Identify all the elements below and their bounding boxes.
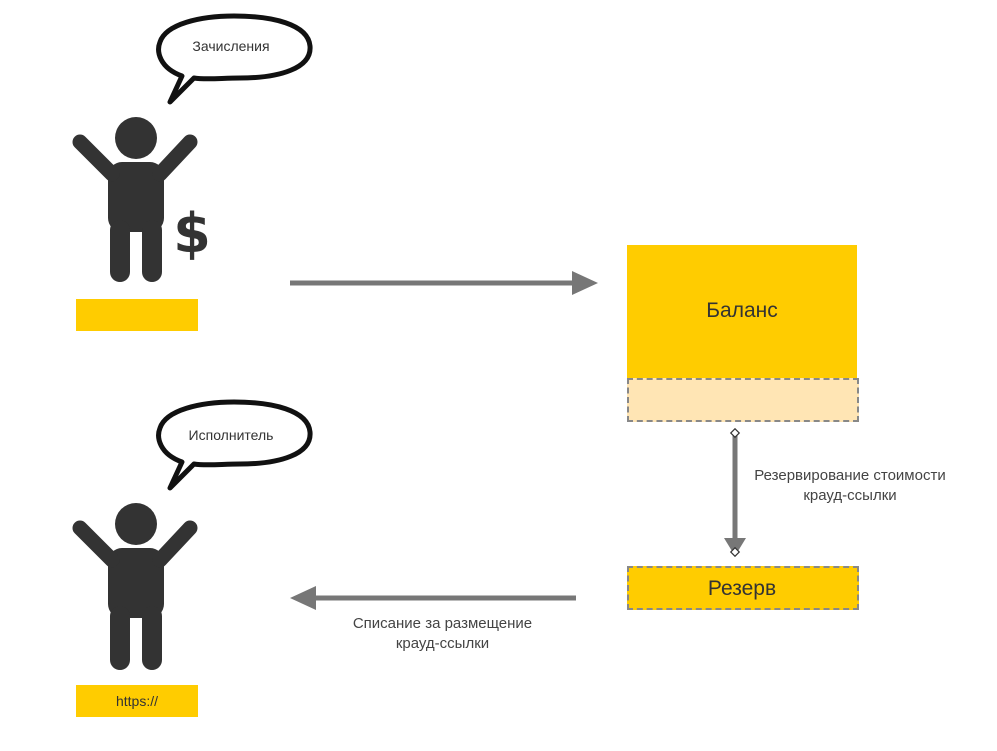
payout-caption-line-1: Списание за размещение <box>352 615 533 632</box>
bottom-actor-label-text: https:// <box>115 693 159 709</box>
bottom-actor-label: https:// <box>76 685 198 717</box>
bubble-text-bottom: Исполнитель <box>188 427 274 443</box>
reserve-box <box>627 566 859 610</box>
payout-caption-line-2: крауд-ссылки <box>395 635 490 652</box>
person-with-dollar-icon: $ <box>72 117 211 282</box>
bubble-text-top: Зачисления <box>192 38 270 54</box>
reserve-label: Резерв <box>707 577 777 600</box>
balance-label: Баланс <box>706 299 778 322</box>
payout-caption: Списание за размещение крауд-ссылки <box>320 614 565 654</box>
reserve-caption-line-1: Резервирование стоимости <box>754 467 946 484</box>
svg-text:$: $ <box>173 202 211 265</box>
arrow-payout <box>290 586 576 610</box>
person-icon <box>72 503 198 670</box>
top-actor-bar <box>76 299 198 331</box>
reserve-caption-line-2: крауд-ссылки <box>803 487 897 504</box>
arrow-to-balance <box>290 271 598 295</box>
reserve-caption: Резервирование стоимости крауд-ссылки <box>740 466 960 506</box>
speech-bubble-bottom <box>156 399 313 491</box>
speech-bubble-top <box>156 13 313 105</box>
balance-reserve-segment <box>627 378 859 422</box>
arrow-to-reserve <box>724 428 746 558</box>
balance-box <box>627 245 857 378</box>
